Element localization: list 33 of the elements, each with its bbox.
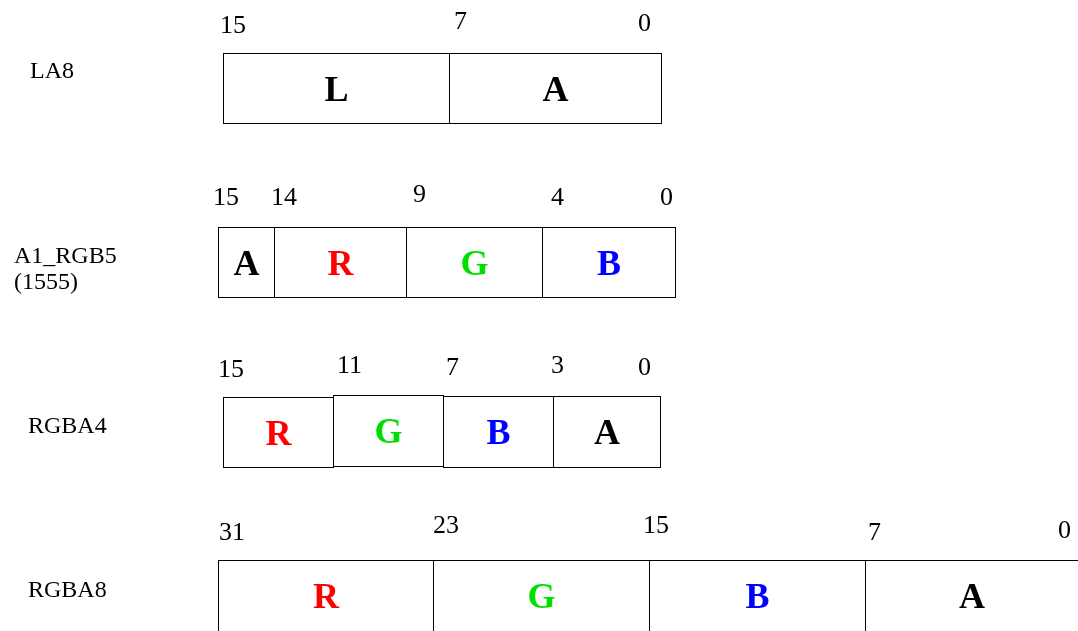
bit-field-box: A [218,227,275,298]
bit-field-box: B [443,396,554,468]
bit-number: 14 [271,184,297,210]
bit-field-box: G [406,227,543,298]
bit-number: 31 [219,519,245,545]
bit-number: 23 [433,512,459,538]
bit-number: 7 [868,519,881,545]
bit-number: 15 [643,512,669,538]
bit-field-box: A [449,53,662,124]
bit-field-box: R [223,397,334,468]
format-name: LA8 [30,58,74,82]
bit-field-box: G [333,395,444,467]
bit-number: 7 [454,8,467,34]
format-name: RGBA4 [28,413,107,437]
bit-number: 9 [413,181,426,207]
bit-field-box: R [274,227,407,298]
bit-number: 15 [218,356,244,382]
format-name: A1_RGB5 (1555) [14,242,118,294]
bit-field-box: L [223,53,450,124]
bit-field-box: B [542,227,676,298]
bit-number: 11 [337,352,363,378]
bit-number: 0 [1058,517,1071,543]
format-name: RGBA8 [28,577,107,601]
bit-number: 0 [638,10,651,36]
bit-number: 7 [446,354,459,380]
bit-number: 4 [551,184,564,210]
bit-field-box: R [218,560,434,631]
bit-field-box: A [553,396,661,468]
bit-number: 15 [220,12,246,38]
bit-number: 15 [213,184,239,210]
bit-number: 0 [638,354,651,380]
bit-number: 0 [660,184,673,210]
bit-number: 3 [551,352,564,378]
